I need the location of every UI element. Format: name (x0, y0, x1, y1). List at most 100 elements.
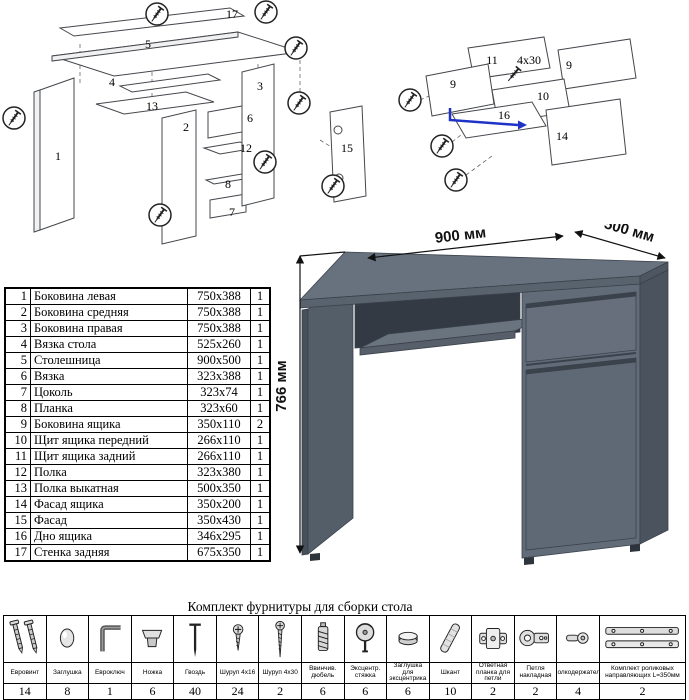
hardware-item: Полкодержатель4 (557, 616, 600, 699)
hardware-item-label: Шуруп 4x30 (259, 663, 301, 684)
part-qty: 1 (250, 448, 271, 465)
part-name: Дно ящика (30, 528, 188, 545)
part-number-label: 9 (450, 77, 456, 91)
part-name: Боковина правая (30, 320, 188, 337)
part-size: 266x110 (187, 432, 251, 449)
hex-key-icon (89, 616, 131, 663)
part-name: Боковина ящика (30, 416, 188, 433)
part-qty: 1 (250, 512, 271, 529)
cam-cap-icon (387, 616, 429, 663)
wood-dowel-icon (429, 616, 472, 663)
drawer-exploded-diagram: 11 4x30 9 9 10 16 14 (398, 36, 637, 192)
part-number: 10 (4, 432, 31, 449)
hardware-kit-title: Комплект фурнитуры для сборки стола (187, 599, 413, 614)
part-qty: 1 (250, 336, 271, 353)
exploded-parts (33, 7, 367, 245)
part-qty: 2 (250, 416, 271, 433)
part-size: 323x60 (187, 400, 251, 417)
part-name: Вязка (30, 368, 188, 385)
part-1-left-side (39, 77, 75, 231)
hinge-icon (514, 616, 557, 663)
cap-icon (46, 616, 89, 663)
part-number: 13 (4, 480, 31, 497)
hardware-item-label: Ножка (131, 663, 174, 684)
hardware-item-qty: 1 (106, 684, 113, 698)
screw-short-icon (216, 616, 259, 663)
drawer-slides-icon (599, 616, 685, 663)
part-number-label: 4x30 (517, 53, 541, 67)
part-size: 323x388 (187, 368, 251, 385)
part-number: 11 (4, 448, 31, 465)
part-qty: 1 (250, 544, 271, 562)
part-number-label: 7 (229, 205, 235, 219)
part-4-rail (118, 73, 222, 93)
part-number-label: 6 (247, 111, 253, 125)
part-size: 675x350 (187, 544, 251, 562)
part-qty: 1 (250, 368, 271, 385)
part-number-label: 11 (486, 53, 498, 67)
part-number-label: 16 (498, 108, 510, 122)
part-qty: 1 (250, 432, 271, 449)
part-name: Щит ящика передний (30, 432, 188, 449)
hardware-item-label: Петля накладная (514, 663, 557, 684)
hardware-item-label: Шуруп 4x16 (216, 663, 259, 684)
hardware-item-qty: 4 (575, 684, 582, 698)
part-number: 6 (4, 368, 31, 385)
hardware-item-qty: 8 (64, 684, 71, 698)
shelf-pin-icon (557, 616, 599, 663)
part-number-label: 13 (146, 99, 158, 113)
hardware-item-label: Эксцентр. стяжка (344, 663, 387, 684)
part-number: 5 (4, 352, 31, 369)
part-name: Полка выкатная (30, 480, 188, 497)
part-number-label: 5 (145, 37, 151, 51)
part-size: 500x350 (187, 480, 251, 497)
part-number-label: 9 (566, 58, 572, 72)
part-number: 16 (4, 528, 31, 545)
hardware-item-label: Евроключ (89, 663, 131, 684)
part-number: 4 (4, 336, 31, 353)
part-number: 15 (4, 512, 31, 529)
part-number-label: 10 (537, 89, 549, 103)
part-number: 8 (4, 400, 31, 417)
drawer-parts (419, 36, 637, 176)
part-name: Планка (30, 400, 188, 417)
part-size: 323x74 (187, 384, 251, 401)
part-number-label: 14 (556, 129, 568, 143)
foot-icon (131, 616, 174, 663)
part-qty: 1 (250, 400, 271, 417)
part-number: 12 (4, 464, 31, 481)
part-size: 266x110 (187, 448, 251, 465)
hardware-item-label: Заглушка (46, 663, 89, 684)
hardware-item-qty: 2 (639, 684, 646, 698)
part-name: Фасад ящика (30, 496, 188, 513)
part-7-plinth (209, 193, 247, 219)
part-number: 9 (4, 416, 31, 433)
part-number-label: 2 (183, 120, 189, 134)
hardware-item-label: Комплект роликовых направляющих L=350мм (599, 663, 685, 684)
screw-long-icon (259, 616, 301, 663)
part-number-label: 1 (55, 149, 61, 163)
part-name: Стенка задняя (30, 544, 188, 562)
